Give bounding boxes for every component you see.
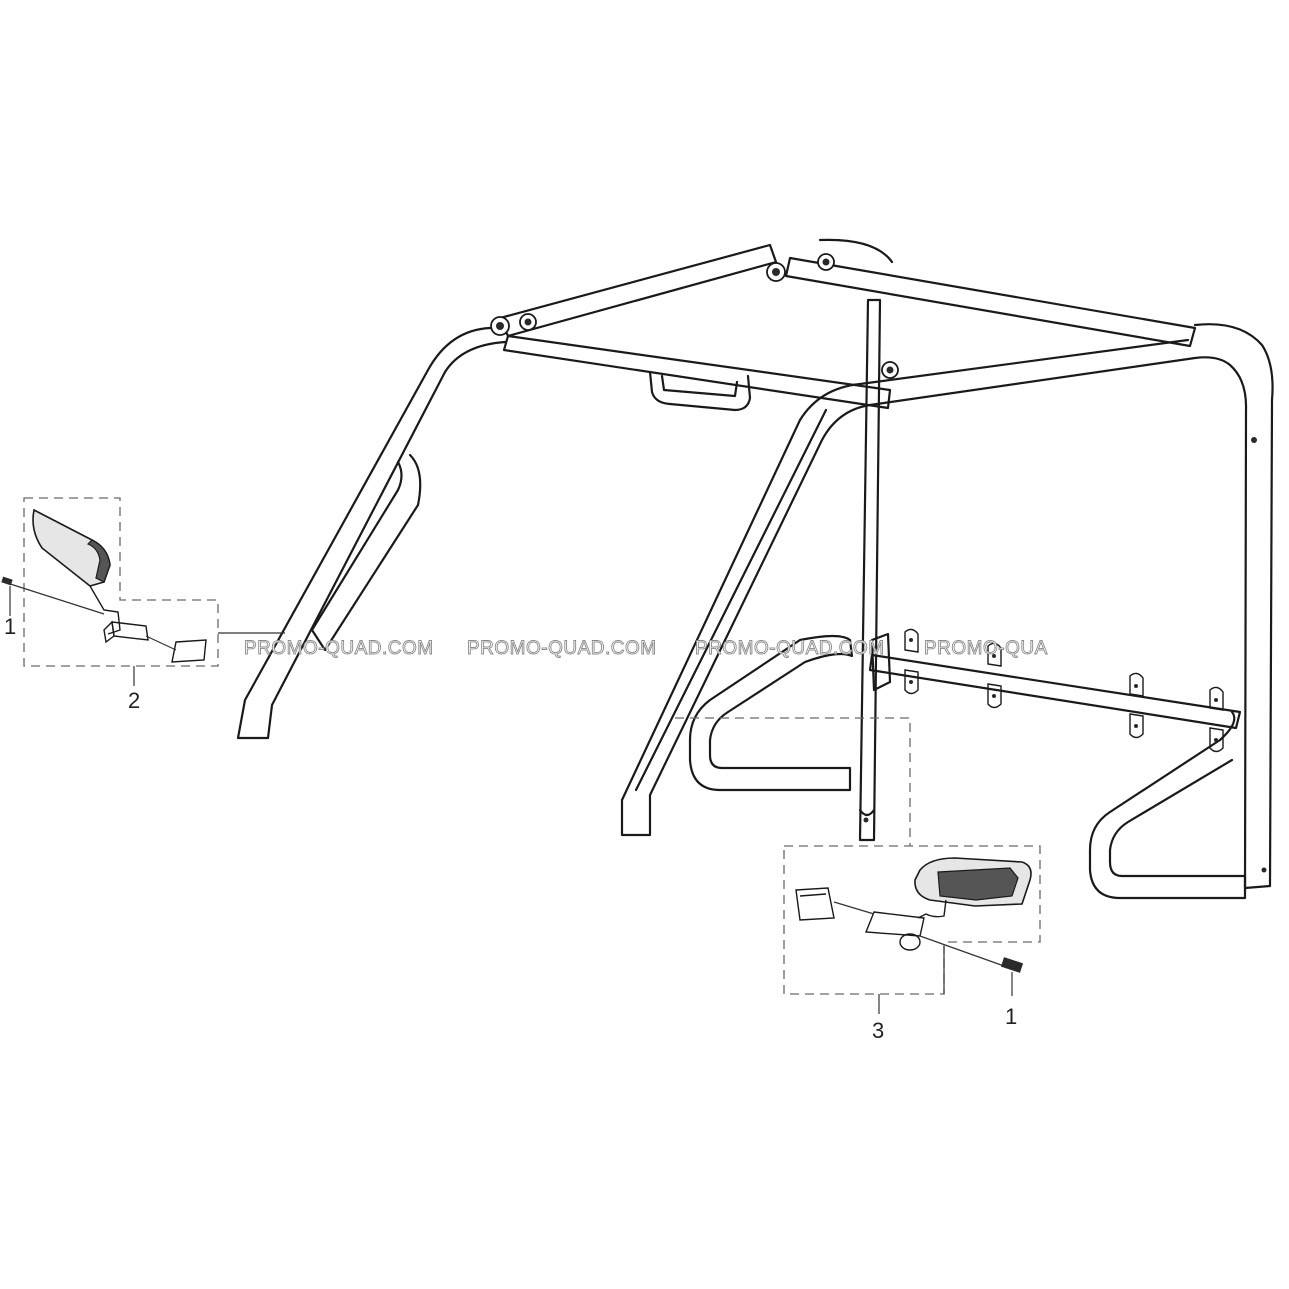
watermark-4: PROMO-QUA <box>924 638 1048 659</box>
callout-1-right: 1 <box>1005 1004 1017 1029</box>
watermark-3: PROMO-QUAD.COM <box>695 638 885 659</box>
callout-labels: 1 2 3 1 <box>4 614 1017 1043</box>
roll-cage-frame <box>236 238 1274 900</box>
watermarks: PROMO-QUAD.COM PROMO-QUAD.COM PROMO-QUAD… <box>244 638 1048 660</box>
right-mirror-dashed-box <box>670 717 1041 995</box>
mounting-tabs <box>904 628 1224 753</box>
left-mirror-dashed-box <box>23 497 219 667</box>
callout-3: 3 <box>872 1018 884 1043</box>
watermark-1: PROMO-QUAD.COM <box>244 638 434 659</box>
callout-1-left: 1 <box>4 614 16 639</box>
watermark-2: PROMO-QUAD.COM <box>467 638 657 659</box>
left-mirror-assembly <box>1 497 285 686</box>
joint-bolts <box>490 253 899 379</box>
callout-2: 2 <box>128 688 140 713</box>
right-mirror-assembly <box>670 717 1041 1014</box>
